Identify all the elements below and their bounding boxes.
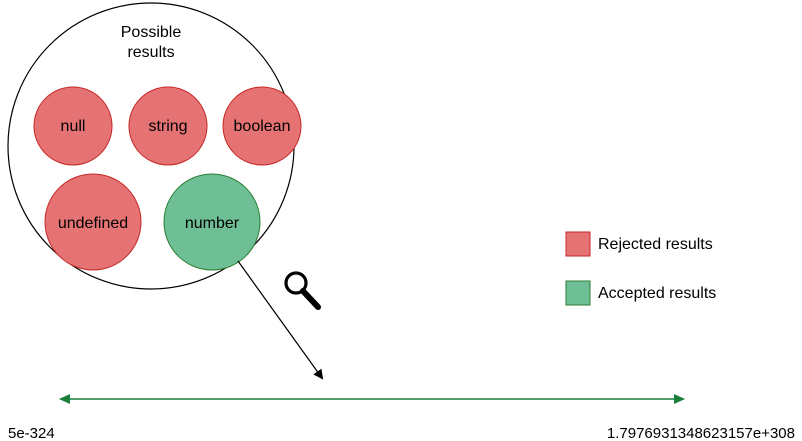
number-type-circle bbox=[163, 173, 261, 271]
container-title-line1: Possible bbox=[121, 24, 182, 41]
boolean-type-circle bbox=[222, 86, 302, 166]
legend-rejected-label: Rejected results bbox=[598, 236, 713, 253]
legend: Rejected results Accepted results bbox=[565, 231, 716, 306]
boolean-type-label: boolean bbox=[234, 118, 291, 135]
range-max-label: 1.7976931348623157e+308 bbox=[607, 425, 795, 441]
range-min-label: 5e-324 bbox=[8, 425, 55, 441]
magnifying-glass-icon bbox=[284, 271, 321, 310]
undefined-type-circle bbox=[44, 173, 142, 271]
zoom-arrow bbox=[237, 260, 324, 380]
legend-accepted-swatch bbox=[565, 280, 591, 306]
string-type-label: string bbox=[148, 118, 187, 135]
null-type-label: null bbox=[61, 118, 86, 135]
undefined-type-label: undefined bbox=[58, 215, 128, 232]
number-type-label: number bbox=[185, 215, 240, 232]
legend-accepted-label: Accepted results bbox=[598, 285, 716, 302]
container-title-line2: results bbox=[127, 44, 174, 61]
string-type-circle bbox=[128, 86, 208, 166]
legend-rejected-swatch bbox=[565, 231, 591, 257]
null-type-circle bbox=[33, 86, 113, 166]
